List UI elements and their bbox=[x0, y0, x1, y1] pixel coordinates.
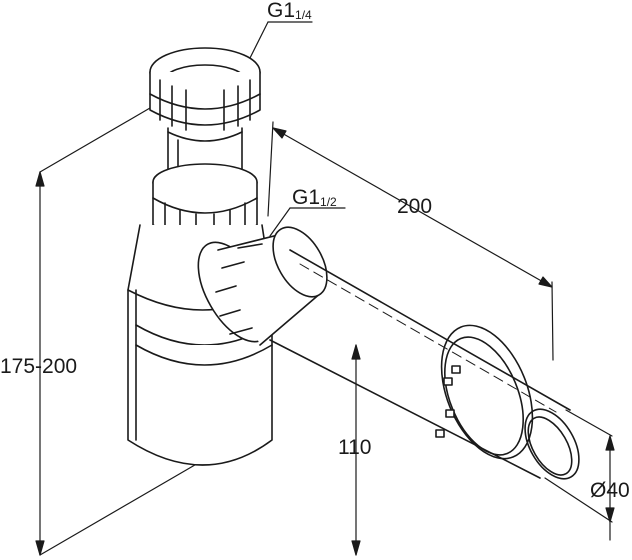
thread-outlet-label: G11/2 bbox=[292, 187, 337, 208]
dimension-outlet-height-lines bbox=[351, 344, 361, 556]
dimension-outlet-height-label: 110 bbox=[338, 436, 372, 459]
thread-leaders bbox=[247, 21, 346, 237]
dimension-diameter-lines bbox=[544, 409, 615, 541]
inlet-nut bbox=[149, 47, 261, 131]
dimension-length-label: 200 bbox=[397, 195, 433, 218]
thread-outlet-main: G1 bbox=[292, 186, 321, 209]
dimension-height-label: 175-200 bbox=[0, 355, 78, 378]
thread-top-main: G1 bbox=[267, 0, 296, 22]
thread-outlet-sub: 1/2 bbox=[320, 195, 337, 209]
dimension-diameter-label: Ø40 bbox=[590, 479, 630, 502]
thread-top-label: G11/4 bbox=[267, 0, 312, 21]
dimension-height-lines bbox=[35, 107, 201, 556]
thread-top-sub: 1/4 bbox=[295, 8, 312, 22]
outlet-nut bbox=[197, 226, 328, 346]
wall-rosette bbox=[435, 324, 534, 460]
dimension-length-lines bbox=[267, 121, 554, 361]
